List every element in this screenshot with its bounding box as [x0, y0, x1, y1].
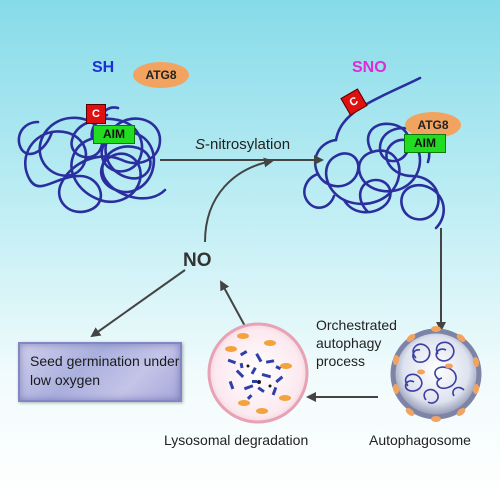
nitrosothiol-label: SNO [352, 59, 387, 76]
arrow-no-feedback [204, 157, 274, 243]
lysosome [207, 322, 309, 424]
orchestrated-autophagy-label: Orchestrated autophagy process [316, 317, 397, 369]
aim-motif-left: AIM [93, 125, 135, 144]
arrow-no-to-seed [90, 269, 186, 338]
s-nitrosylation-label: S-nitrosylation [195, 136, 290, 153]
protein-nitrosylated [303, 76, 445, 230]
autophagosome-label: Autophagosome [369, 432, 471, 448]
aim-motif-right: AIM [404, 134, 446, 153]
atg8-protein-left: ATG8 [133, 62, 189, 88]
thiol-label: SH [92, 59, 115, 76]
cysteine-residue-left: C [86, 104, 106, 124]
seed-germination-box [18, 342, 182, 402]
s-nitrosylation-rest: -nitrosylation [205, 136, 291, 153]
nitric-oxide-label: NO [183, 250, 212, 271]
s-italic: S [195, 136, 206, 153]
lysosomal-degradation-label: Lysosomal degradation [164, 432, 309, 448]
seed-germination-label: Seed germination under low oxygen [30, 353, 180, 388]
arrow-lysosome-to-no [220, 280, 247, 329]
atg8-protein-right: ATG8 [405, 112, 461, 138]
autophagosome [390, 326, 482, 422]
